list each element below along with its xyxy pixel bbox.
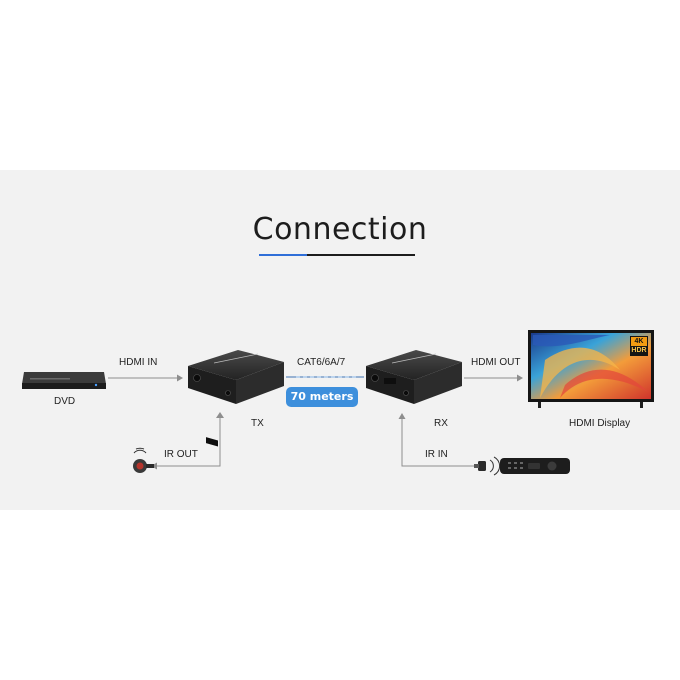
hdmi-out-label: HDMI OUT [471, 357, 521, 368]
ir-out-line [151, 414, 221, 470]
display-label: HDMI Display [569, 418, 631, 429]
tx-label: TX [251, 418, 264, 429]
hdmi-in-label: HDMI IN [119, 357, 158, 368]
ir-receiver-icon [474, 456, 501, 476]
remote-control-icon [500, 458, 570, 474]
distance-badge: 70 meters [286, 387, 358, 407]
tv-hdr-badge: HDR [631, 347, 647, 354]
rx-extender-icon [366, 350, 462, 404]
rx-label: RX [434, 418, 448, 429]
cable-type-label: CAT6/6A/7 [297, 357, 346, 368]
ir-in-line [398, 413, 478, 467]
dvd-label: DVD [54, 396, 76, 407]
dvd-player-icon [22, 372, 106, 389]
ir-out-label: IR OUT [164, 449, 198, 460]
tv-4k-badge: 4K [631, 337, 647, 346]
title-underline [259, 254, 415, 256]
ir-in-label: IR IN [425, 449, 448, 460]
diagram-title: Connection [252, 212, 428, 247]
ir-emitter-icon [133, 447, 154, 473]
tx-extender-icon [188, 350, 284, 447]
